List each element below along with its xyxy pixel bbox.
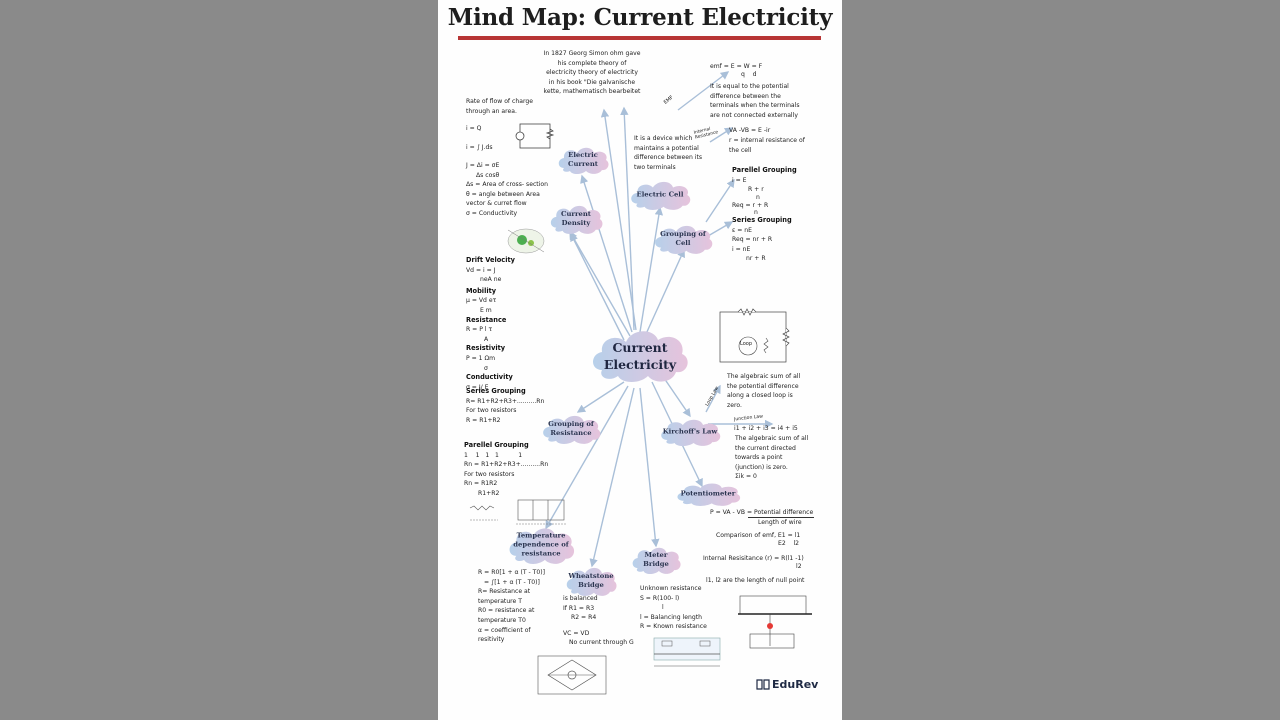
arrow-cell — [639, 206, 664, 333]
brand-name: EduRev — [772, 678, 819, 691]
node-potentiometer: Potentiometer — [674, 482, 742, 506]
resistance-notes: Drift Velocity Vd = i = J neA ne Mobilit… — [466, 256, 515, 391]
cell-parallel-grouping: Parellel Grouping i = E R + r n Req = r … — [732, 166, 797, 217]
page-title: Mind Map: Current Electricity — [447, 4, 833, 31]
node-wheatstone-bridge: Wheatstone Bridge — [564, 566, 618, 596]
current-circuit-icon — [515, 123, 555, 149]
arrow-grouping-cell — [645, 248, 685, 335]
kirchoff-loop-diagram — [719, 308, 790, 363]
arrow-grouping-res — [576, 381, 625, 413]
current-formula-q: i = Q — [466, 125, 482, 132]
edurev-logo-icon — [756, 679, 770, 690]
arrow-meter — [639, 387, 660, 548]
potentiometer-formula-denominator: Length of wire — [758, 519, 802, 526]
arrow-history — [600, 108, 637, 331]
node-grouping-of-resistance: Grouping of Resistance — [540, 414, 602, 444]
fraction-bar — [748, 517, 814, 518]
arrow-current — [580, 174, 633, 333]
arrow-density2 — [570, 232, 625, 341]
arrow-emf — [620, 106, 635, 331]
mind-map-sheet: Mind Map: Current Electricity — [438, 0, 842, 720]
arrow-ir-edge — [709, 127, 734, 143]
arrow-kirchoff — [663, 377, 691, 418]
internal-resistance-denominator: l2 — [796, 563, 802, 570]
center-node: Current Electricity — [588, 326, 692, 386]
density-notes: J = Δi = σE Δs cosθ Δs = Area of cross- … — [466, 162, 548, 217]
node-electric-cell: Electric Cell — [628, 180, 692, 210]
node-electric-current: Electric Current — [556, 146, 610, 174]
resistor-network-diagram — [469, 499, 566, 525]
parallel-grouping-notes: Parellel Grouping 1 1 1 1 1 Rn = R1+R2+R… — [464, 441, 549, 497]
title-underline — [458, 36, 821, 40]
arrow-gc-par — [705, 178, 735, 223]
current-formula-integral: i = ∫ J.ds — [466, 144, 493, 151]
wheatstone-bridge-diagram — [537, 655, 607, 695]
meter-bridge-notes: Unknown resistance S = R(100- l) l l = B… — [640, 585, 707, 631]
terminal-voltage-formula: VA -VB = E -ir — [729, 127, 771, 134]
node-grouping-of-cell: Grouping of Cell — [652, 224, 714, 254]
potentiometer-diagram — [738, 595, 812, 649]
arrow-loop-edge — [705, 384, 721, 413]
arrow-gc-ser — [707, 221, 734, 237]
arrow-wheatstone — [589, 387, 635, 568]
series-grouping-notes: Series Grouping R= R1+R2+R3+..........Rn… — [466, 387, 545, 424]
cell-series-grouping: Series Grouping ε = nE Req = nr + R i = … — [732, 216, 792, 263]
loop-label: Loop — [740, 341, 752, 347]
wheatstone-notes: is balanced If R1 = R3 R2 = R4 VC = VD N… — [563, 595, 634, 647]
temperature-notes: R = R0[1 + α (T - T0)] = ∫[1 + α (T - T0… — [478, 569, 546, 644]
arrow-emf-edge — [677, 71, 730, 111]
meter-bridge-diagram — [653, 637, 721, 667]
null-point-note: l1, l2 are the length of null point — [706, 577, 805, 584]
node-temperature-dependence: Temperature dependence of resistance — [506, 526, 576, 564]
arrow-temperature — [545, 385, 629, 530]
emf-comparison: Comparison of emf, E1 = l1 — [716, 532, 801, 539]
emf-comparison-denominator: E2 l2 — [778, 540, 800, 547]
node-current-density: Current Density — [548, 204, 604, 234]
junction-formula: i1 + i2 + i3 = i4 + i5 — [734, 425, 798, 432]
node-kirchoffs-law: Kirchoff's Law — [658, 418, 722, 446]
arrow-density — [569, 230, 631, 337]
emf-formula: emf = E = W = F — [710, 63, 763, 70]
conductor-diagram-icon — [507, 228, 545, 254]
potentiometer-formula: P = VA - VB = Potential difference — [710, 509, 814, 516]
node-meter-bridge: Meter Bridge — [630, 546, 682, 574]
emf-formula-denominator: q d — [741, 71, 757, 78]
internal-resistance-formula: Internal Resisitance (r) = R(l1 -1) — [703, 555, 804, 562]
